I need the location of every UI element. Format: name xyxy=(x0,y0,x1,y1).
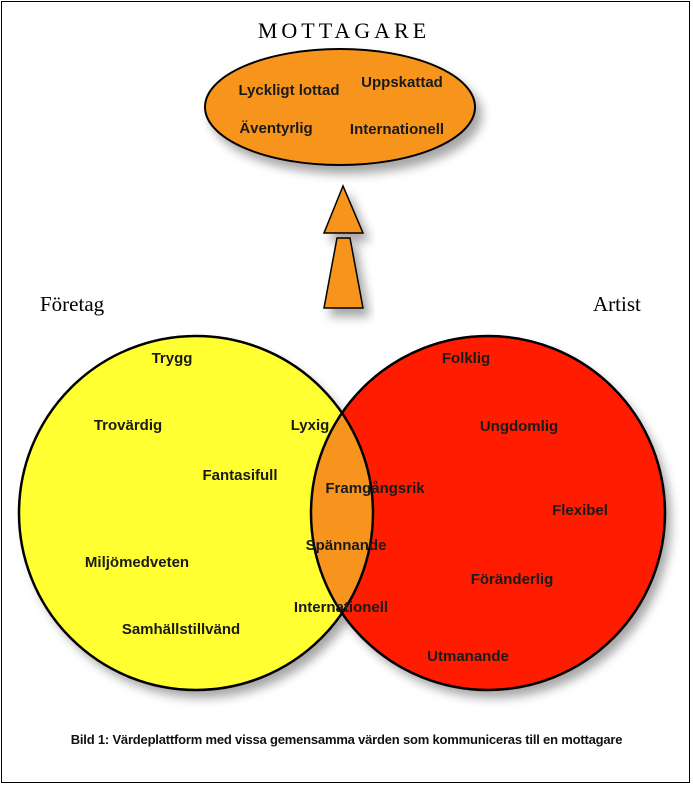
company-circle xyxy=(19,336,373,690)
artist-label: Artist xyxy=(593,292,641,316)
company-value: Miljömedveten xyxy=(85,554,189,571)
up-arrow xyxy=(322,184,365,309)
company-label: Företag xyxy=(40,292,105,316)
receiver-title: MOTTAGARE xyxy=(258,18,430,43)
receiver-value: Lyckligt lottad xyxy=(238,82,339,99)
company-circle-outline xyxy=(17,334,375,692)
artist-circle xyxy=(311,336,665,690)
artist-value: Utmanande xyxy=(427,648,509,665)
company-value: Trovärdig xyxy=(94,417,162,434)
artist-circle-outline xyxy=(309,334,667,692)
receiver-ellipse xyxy=(204,48,476,166)
receiver-value: Uppskattad xyxy=(361,74,443,91)
shared-value: Spännande xyxy=(306,537,387,554)
artist-value: Ungdomlig xyxy=(480,418,558,435)
shared-value: Framgångsrik xyxy=(325,480,425,497)
company-value: Fantasifull xyxy=(202,467,277,484)
figure-caption: Bild 1: Värdeplattform med vissa gemensa… xyxy=(70,732,623,747)
company-value: Samhällstillvänd xyxy=(122,621,240,638)
artist-value: Föränderlig xyxy=(471,571,554,588)
artist-value: Flexibel xyxy=(552,502,608,519)
shared-value: Internationell xyxy=(294,599,388,616)
shared-value: Lyxig xyxy=(291,417,330,434)
receiver-value: Äventyrlig xyxy=(239,120,312,137)
company-value: Trygg xyxy=(152,350,193,367)
artist-value: Folklig xyxy=(442,350,490,367)
receiver-value: Internationell xyxy=(350,121,444,138)
